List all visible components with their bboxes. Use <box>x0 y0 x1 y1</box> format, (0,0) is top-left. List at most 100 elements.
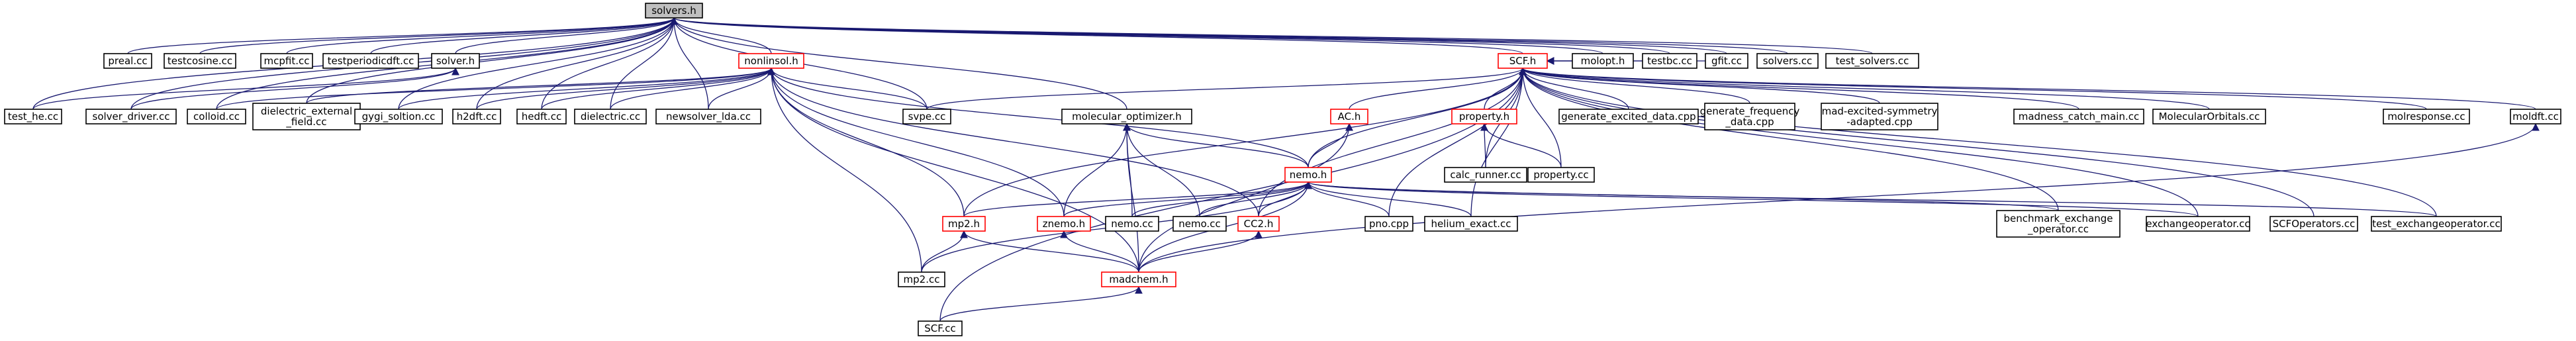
edge-scf_h-to-solvers_h <box>670 17 1523 54</box>
node-solvers-cc[interactable]: solvers.cc <box>1756 53 1819 69</box>
node-exchangeoperator[interactable]: exchangeoperator.cc <box>2146 216 2250 232</box>
node-nemo-h[interactable]: nemo.h <box>1284 167 1332 183</box>
node-mad-excited[interactable]: mad-excited-symmetry-adapted.cpp <box>1821 103 1938 130</box>
node-testperiodicdft[interactable]: testperiodicdft.cc <box>322 53 419 69</box>
edge-mp2_cc-to-mp2_h <box>921 230 968 273</box>
node-newsolver-lda[interactable]: newsolver_lda.cc <box>655 109 761 124</box>
node-property-cc[interactable]: property.cc <box>1527 167 1595 183</box>
node-label: molecular_optimizer.h <box>1072 111 1182 123</box>
edge-cc2_h-to-scf_h <box>1258 67 1527 217</box>
node-preal[interactable]: preal.cc <box>103 53 152 69</box>
node-solver-driver[interactable]: solver_driver.cc <box>85 109 177 124</box>
edge-benchmark_exchange-to-scf_h <box>1519 67 2059 211</box>
edge-nemo_h-to-scf_h <box>1308 67 1527 168</box>
edge-hedft-to-nonlinsol_h <box>541 67 775 110</box>
edge-znemo_h-to-nemo_h <box>1063 181 1312 217</box>
node-label: calc_runner.cc <box>1450 169 1521 181</box>
node-molopt-h[interactable]: molopt.h <box>1572 53 1634 69</box>
node-molecularorbitals[interactable]: MolecularOrbitals.cc <box>2152 109 2266 124</box>
node-cc2-h[interactable]: CC2.h <box>1237 216 1280 232</box>
node-label: solvers.h <box>651 5 696 17</box>
node-dielectric-external[interactable]: dielectric_external_field.cc <box>252 103 361 130</box>
node-property-h[interactable]: property.h <box>1451 109 1517 124</box>
node-testcosine[interactable]: testcosine.cc <box>164 53 236 69</box>
node-nemo-cc2[interactable]: nemo.cc <box>1172 216 1227 232</box>
node-label: molopt.h <box>1581 55 1625 67</box>
edge-mp2_cc-to-nonlinsol_h <box>767 67 922 273</box>
node-label: AC.h <box>1338 111 1361 122</box>
node-pno[interactable]: pno.cpp <box>1364 216 1413 232</box>
node-label: solver.h <box>436 55 475 67</box>
node-madness-catch-main[interactable]: madness_catch_main.cc <box>2013 109 2144 124</box>
edge-dielectric-to-nonlinsol_h <box>610 67 775 110</box>
node-label: svpe.cc <box>908 111 946 122</box>
file-nodes: solvers.h preal.cc testcosine.cc mcpfit.cc t… <box>4 3 2561 336</box>
node-label: mp2.cc <box>904 273 940 285</box>
edge-solvers_cc-to-solvers_h <box>670 17 1788 54</box>
node-colloid[interactable]: colloid.cc <box>187 109 246 124</box>
node-label: test_exchangeoperator.cc <box>2372 218 2500 230</box>
node-generate-excited[interactable]: generate_excited_data.cpp <box>1558 109 1699 124</box>
node-gfit[interactable]: gfit.cc <box>1705 53 1748 69</box>
node-moldft[interactable]: moldft.cc <box>2510 109 2561 124</box>
node-label: pno.cpp <box>1369 218 1409 230</box>
node-solvers-h[interactable]: solvers.h <box>645 3 703 19</box>
node-solver-h[interactable]: solver.h <box>431 53 480 69</box>
node-helium-exact[interactable]: helium_exact.cc <box>1424 216 1518 232</box>
node-dielectric[interactable]: dielectric.cc <box>574 109 647 124</box>
node-h2dft[interactable]: h2dft.cc <box>452 109 501 124</box>
edge-svpe-to-scf_h <box>926 67 1527 110</box>
node-testbc[interactable]: testbc.cc <box>1642 53 1697 69</box>
node-madchem-h[interactable]: madchem.h <box>1101 271 1176 287</box>
edge-nemo_h-to-molecular_optimizer_h <box>1123 122 1309 168</box>
node-svpe[interactable]: svpe.cc <box>902 109 951 124</box>
node-mp2-h[interactable]: mp2.h <box>942 216 986 232</box>
edge-mp2_h-to-nemo_h <box>963 181 1312 217</box>
node-test-exchangeoperator[interactable]: test_exchangeoperator.cc <box>2371 216 2502 232</box>
edge-testcosine-to-solvers_h <box>199 17 678 54</box>
edge-test_exchangeoperator-to-scf_h <box>1519 67 2437 217</box>
node-test-he[interactable]: test_he.cc <box>4 109 62 124</box>
node-hedft[interactable]: hedft.cc <box>516 109 567 124</box>
node-benchmark-exchange[interactable]: benchmark_exchange_operator.cc <box>1996 210 2121 238</box>
node-gygi-soltion[interactable]: gygi_soltion.cc <box>354 109 443 124</box>
edge-madchem_h-to-znemo_h <box>1060 230 1139 273</box>
edge-helium_exact-to-scf_h <box>1470 67 1527 217</box>
node-ac-h[interactable]: AC.h <box>1330 109 1368 124</box>
node-label: gfit.cc <box>1711 55 1742 67</box>
node-test-solvers[interactable]: test_solvers.cc <box>1825 53 1919 69</box>
edge-madchem_h-to-molecular_optimizer_h <box>1123 122 1139 273</box>
node-mp2-cc[interactable]: mp2.cc <box>898 271 945 287</box>
edge-madchem_h-to-cc2_h <box>1138 230 1263 273</box>
node-label: hedft.cc <box>522 111 561 122</box>
node-nemo-cc1[interactable]: nemo.cc <box>1105 216 1159 232</box>
edge-nemo_cc1-to-nemo_h <box>1131 181 1312 217</box>
node-label: gygi_soltion.cc <box>362 111 436 123</box>
node-label: property.cc <box>1533 169 1588 181</box>
node-nonlinsol-h[interactable]: nonlinsol.h <box>738 53 804 69</box>
edge-solver_h-to-solvers_h <box>455 17 678 54</box>
edge-preal-to-solvers_h <box>127 17 678 54</box>
node-znemo-h[interactable]: znemo.h <box>1037 216 1091 232</box>
node-molresponse[interactable]: molresponse.cc <box>2383 109 2470 124</box>
node-label: generate_excited_data.cpp <box>1561 111 1695 123</box>
node-generate-frequency[interactable]: generate_frequency_data.cpp <box>1700 103 1800 130</box>
node-label: nemo.h <box>1290 169 1327 181</box>
node-label: _field.cc <box>285 116 326 128</box>
node-label: madchem.h <box>1109 273 1168 285</box>
node-scfoperators[interactable]: SCFOperators.cc <box>2269 216 2358 232</box>
node-scf-h[interactable]: SCF.h <box>1498 53 1548 69</box>
edge-dielectric-to-solvers_h <box>610 17 678 110</box>
node-scf-cc[interactable]: SCF.cc <box>918 320 963 336</box>
edge-gygi_soltion-to-nonlinsol_h <box>398 67 775 110</box>
node-label: colloid.cc <box>193 111 240 122</box>
edge-gygi_soltion-to-solvers_h <box>398 17 678 110</box>
node-mcpfit[interactable]: mcpfit.cc <box>260 53 313 69</box>
node-calc-runner[interactable]: calc_runner.cc <box>1444 167 1527 183</box>
edge-madness_catch_main-to-scf_h <box>1519 67 2079 110</box>
node-molecular-optimizer-h[interactable]: molecular_optimizer.h <box>1061 109 1192 124</box>
edge-test_exchangeoperator-to-nemo_h <box>1304 181 2437 217</box>
edge-znemo_h-to-nonlinsol_h <box>767 67 1065 217</box>
edge-scf_cc-to-scf_h <box>939 67 1527 322</box>
